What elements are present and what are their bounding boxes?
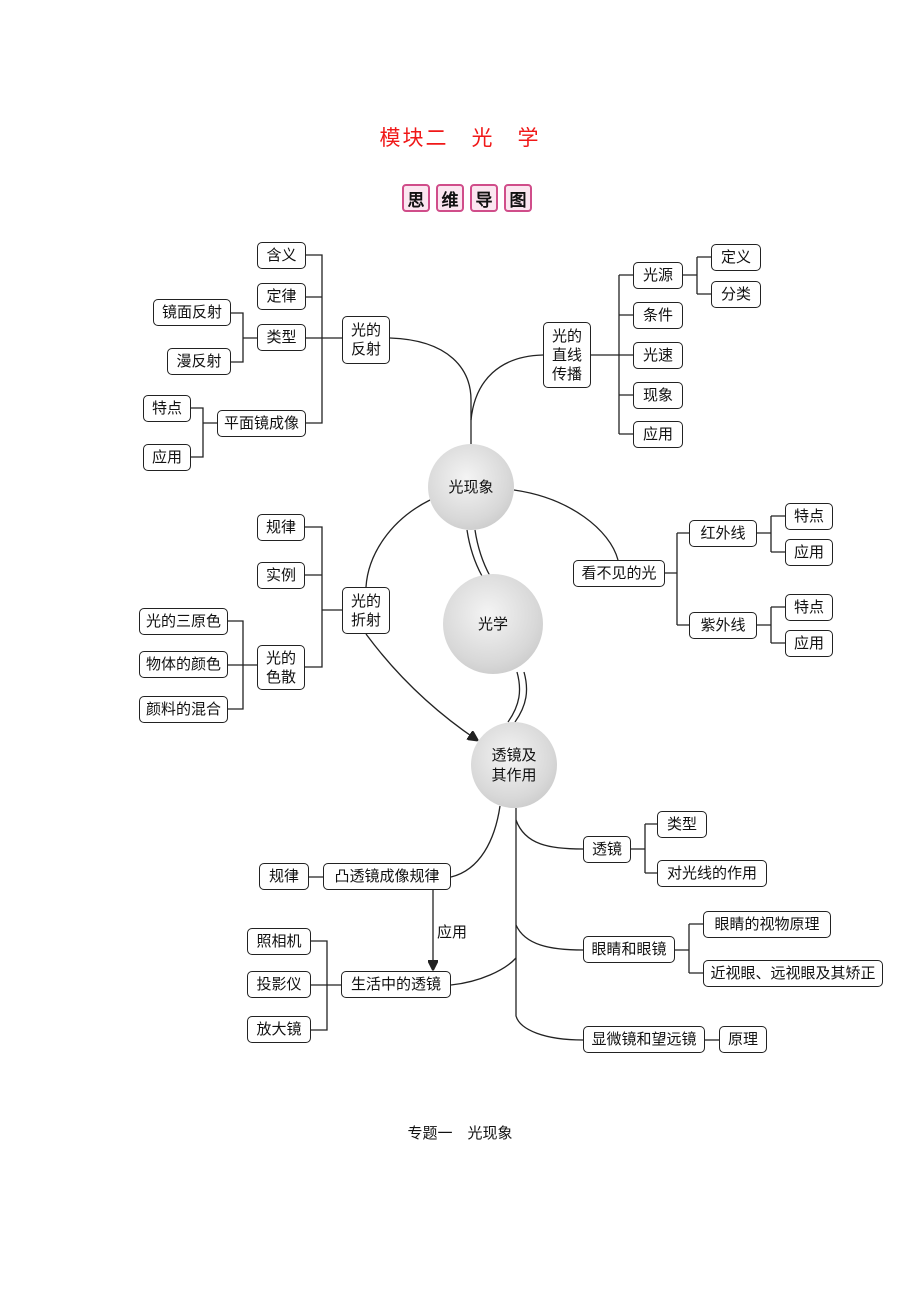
- node-rule: 规律: [257, 514, 305, 541]
- node-classification: 分类: [711, 281, 761, 308]
- node-vision-correction: 近视眼、远视眼及其矫正: [703, 960, 883, 987]
- node-diffuse: 漫反射: [167, 348, 231, 375]
- node-principle: 原理: [719, 1026, 767, 1053]
- node-propagation: 光的直线传播: [543, 322, 591, 388]
- node-refraction: 光的折射: [342, 587, 390, 634]
- node-rule: 规律: [259, 863, 309, 890]
- node-definition: 定义: [711, 244, 761, 271]
- badge-char: 维: [436, 184, 464, 212]
- node-condition: 条件: [633, 302, 683, 329]
- apply-label: 应用: [437, 923, 468, 941]
- node-infrared: 红外线: [689, 520, 757, 547]
- node-effect-on-light: 对光线的作用: [657, 860, 767, 887]
- node-features: 特点: [785, 503, 833, 530]
- node-application: 应用: [143, 444, 191, 471]
- badge-char: 图: [504, 184, 532, 212]
- badge-char: 思: [402, 184, 430, 212]
- node-application: 应用: [785, 539, 833, 566]
- node-ultraviolet: 紫外线: [689, 612, 757, 639]
- node-lens-types-parent: 透镜: [583, 836, 631, 863]
- node-phenomena: 现象: [633, 382, 683, 409]
- node-example: 实例: [257, 562, 305, 589]
- node-lenses-in-life: 生活中的透镜: [341, 971, 451, 998]
- node-projector: 投影仪: [247, 971, 311, 998]
- node-specular: 镜面反射: [153, 299, 231, 326]
- node-features: 特点: [785, 594, 833, 621]
- section-heading: 专题一 光现象: [407, 1124, 513, 1142]
- mind-map-badge: 思 维 导 图: [402, 184, 532, 212]
- node-lens: 透镜及其作用: [471, 722, 557, 808]
- node-dispersion: 光的色散: [257, 645, 305, 690]
- node-instruments: 显微镜和望远镜: [583, 1026, 705, 1053]
- node-reflection: 光的反射: [342, 316, 390, 364]
- node-source: 光源: [633, 262, 683, 289]
- node-object-color: 物体的颜色: [139, 651, 228, 678]
- node-features: 特点: [143, 395, 191, 422]
- node-optics-root: 光学: [443, 574, 543, 674]
- node-application: 应用: [785, 630, 833, 657]
- node-plane-mirror: 平面镜成像: [217, 410, 306, 437]
- node-meaning: 含义: [257, 242, 306, 269]
- node-pigment-mixing: 颜料的混合: [139, 696, 228, 723]
- node-light-phenomena: 光现象: [428, 444, 514, 530]
- node-eye-glasses: 眼睛和眼镜: [583, 936, 675, 963]
- node-magnifier: 放大镜: [247, 1016, 311, 1043]
- page-title: 模块二 光 学: [379, 126, 541, 150]
- node-eye-principle: 眼睛的视物原理: [703, 911, 831, 938]
- node-invisible-light: 看不见的光: [573, 560, 665, 587]
- node-application: 应用: [633, 421, 683, 448]
- node-law: 定律: [257, 283, 306, 310]
- node-convex-imaging: 凸透镜成像规律: [323, 863, 451, 890]
- badge-char: 导: [470, 184, 498, 212]
- node-types: 类型: [257, 324, 306, 351]
- node-camera: 照相机: [247, 928, 311, 955]
- node-speed: 光速: [633, 342, 683, 369]
- node-primary-colors: 光的三原色: [139, 608, 228, 635]
- node-types: 类型: [657, 811, 707, 838]
